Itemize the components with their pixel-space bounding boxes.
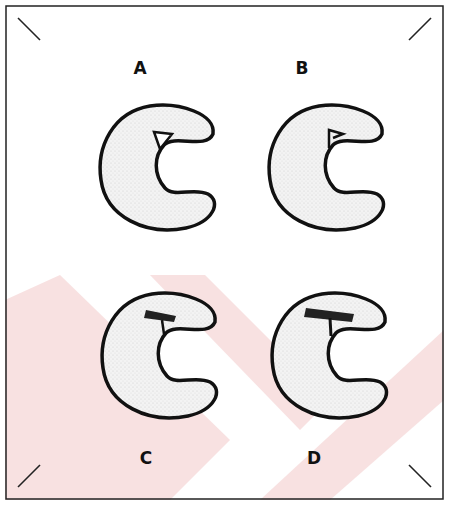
frame-border	[6, 6, 443, 499]
figure-letter: A	[133, 60, 146, 77]
shape-d	[272, 293, 386, 418]
shape-b	[269, 105, 383, 230]
corner-marks	[18, 18, 431, 487]
shape-a	[100, 105, 214, 230]
shape-c	[102, 293, 216, 418]
figure-letter: D	[307, 450, 321, 467]
figure-letter: B	[296, 60, 309, 77]
watermark	[5, 275, 444, 500]
figure-letter: C	[140, 450, 152, 467]
